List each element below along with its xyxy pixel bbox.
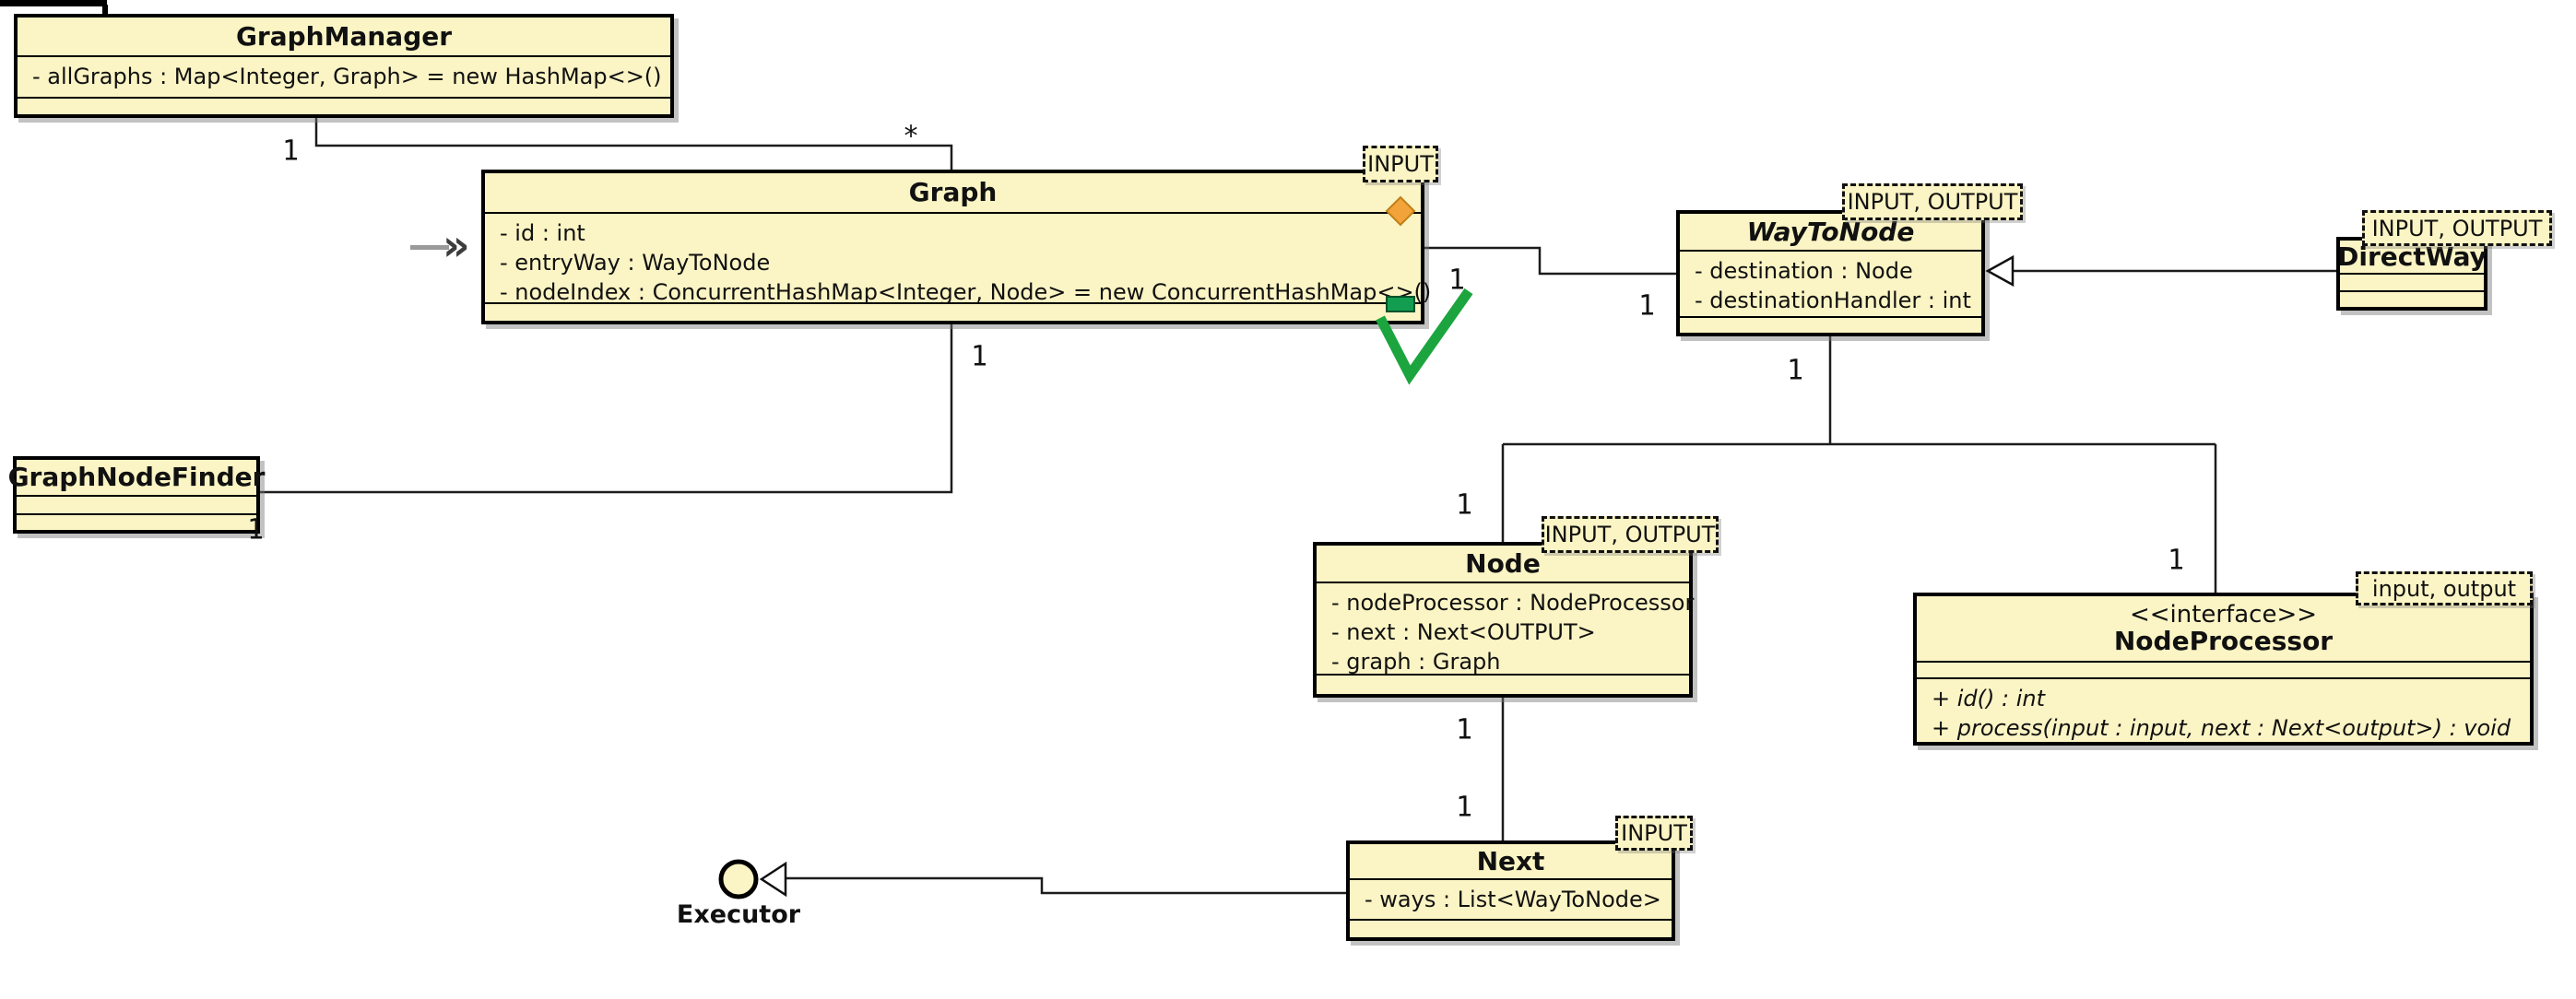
arrow-shaft	[410, 245, 449, 250]
attribute: - id : int	[500, 220, 585, 246]
badge-node-input-output: INPUT, OUTPUT	[1542, 516, 1719, 553]
class-attributes: - id : int - entryWay : WayToNode - node…	[485, 214, 1432, 305]
badge-nodeprocessor-input-output: input, output	[2356, 571, 2533, 605]
executor-label: Executor	[676, 900, 801, 929]
class-name: NodeProcessor	[2113, 625, 2334, 656]
attribute: - destinationHandler : int	[1695, 288, 1971, 313]
multiplicity-label: 1	[1448, 264, 1466, 297]
class-title: WayToNode	[1680, 214, 1981, 252]
class-title: GraphNodeFinder	[8, 460, 265, 497]
multiplicity-label: 1	[281, 135, 300, 168]
generalization-triangle-icon	[1985, 254, 2015, 288]
class-next: Next - ways : List<WayToNode>	[1346, 840, 1675, 941]
badge-directway-input-output: INPUT, OUTPUT	[2362, 210, 2552, 246]
class-attributes: - nodeProcessor : NodeProcessor - next :…	[1317, 583, 1695, 676]
class-attributes: - allGraphs : Map<Integer, Graph> = new …	[18, 57, 670, 99]
attribute: - graph : Graph	[1331, 649, 1501, 675]
edge-graphnodefinder-graph	[260, 324, 953, 494]
attribute: - destination : Node	[1695, 258, 1913, 284]
class-node: Node - nodeProcessor : NodeProcessor - n…	[1313, 542, 1695, 698]
multiplicity-label: 1	[1455, 713, 1473, 746]
class-graphnodefinder: GraphNodeFinder	[8, 456, 265, 534]
empty-compartment	[1917, 663, 2530, 679]
multiplicity-label: 1	[1786, 354, 1804, 387]
attribute: - ways : List<WayToNode>	[1365, 887, 1661, 912]
multiplicity-label: *	[902, 120, 920, 153]
empty-compartment	[2340, 275, 2484, 292]
multiplicity-label: 1	[246, 513, 265, 547]
attribute: - allGraphs : Map<Integer, Graph> = new …	[32, 64, 662, 89]
class-title: Node	[1317, 546, 1689, 583]
multiplicity-label: 1	[970, 340, 988, 373]
class-title: <<interface>> NodeProcessor	[1917, 596, 2530, 663]
arrow-chevron-icon: »	[443, 220, 470, 270]
class-title: Graph	[485, 173, 1421, 214]
class-attributes: - destination : Node - destinationHandle…	[1680, 252, 1981, 318]
method: + id() : int	[1932, 686, 2045, 711]
multiplicity-label: 1	[1455, 791, 1473, 824]
class-attributes: - ways : List<WayToNode>	[1350, 880, 1672, 921]
badge-waytonode-input-output: INPUT, OUTPUT	[1842, 183, 2023, 220]
attribute: - entryWay : WayToNode	[500, 250, 771, 276]
top-left-crop-mark	[0, 0, 107, 6]
class-methods: + id() : int + process(input : input, ne…	[1917, 679, 2530, 746]
class-title: DirectWay	[2337, 241, 2487, 275]
badge-next-input: INPUT	[1615, 816, 1693, 851]
empty-compartment	[17, 497, 256, 515]
class-directway: DirectWay	[2336, 237, 2487, 311]
edge-next-executor	[786, 876, 1346, 895]
multiplicity-label: 1	[1637, 289, 1656, 323]
top-left-crop-mark-tail	[102, 5, 108, 14]
stereotype: <<interface>>	[2129, 600, 2318, 629]
class-title: GraphManager	[18, 18, 670, 57]
method: + process(input : input, next : Next<out…	[1932, 715, 2511, 741]
class-graphmanager: GraphManager - allGraphs : Map<Integer, …	[14, 14, 674, 118]
executor-lollipop-icon	[718, 859, 759, 899]
attribute: - next : Next<OUTPUT>	[1331, 619, 1596, 645]
class-graph: Graph - id : int - entryWay : WayToNode …	[481, 170, 1432, 324]
attribute: - nodeProcessor : NodeProcessor	[1331, 590, 1695, 616]
class-waytonode: WayToNode - destination : Node - destina…	[1676, 210, 1985, 336]
multiplicity-label: 1	[1455, 488, 1473, 522]
badge-graph-input: INPUT	[1363, 146, 1438, 182]
executor-triangle-icon	[759, 861, 787, 898]
class-title: Next	[1350, 844, 1672, 880]
attribute: - nodeIndex : ConcurrentHashMap<Integer,…	[500, 279, 1432, 305]
multiplicity-label: 1	[2167, 544, 2185, 577]
class-nodeprocessor: <<interface>> NodeProcessor + id() : int…	[1913, 593, 2534, 746]
edge-graphmanager-graph	[314, 118, 953, 170]
